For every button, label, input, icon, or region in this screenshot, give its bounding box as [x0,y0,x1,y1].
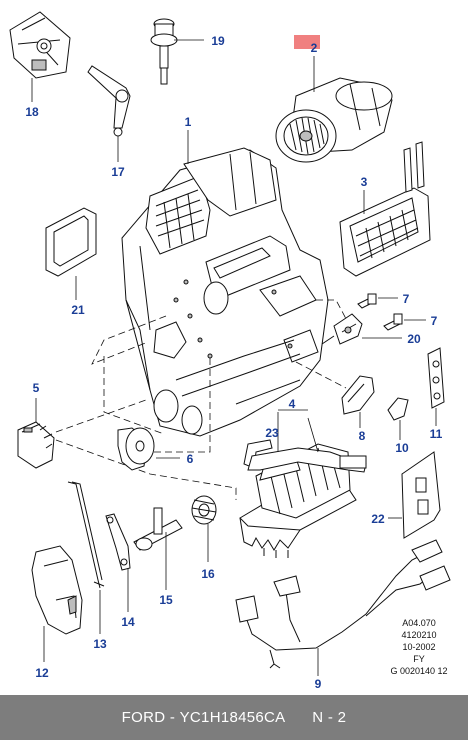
footer-brand: FORD [121,709,166,726]
footer-separator: - [165,709,180,726]
part-19-vacuum-actuator[interactable] [150,18,178,85]
part-14-lever[interactable] [105,513,131,571]
part-5-resistor[interactable] [17,421,55,469]
callout-17: 17 [111,165,125,179]
callout-16: 16 [201,567,215,581]
footer-page: N - 2 [312,709,347,726]
part-12-duct-cover[interactable] [31,545,83,635]
part-6-damper-knob[interactable] [117,427,155,471]
callout-15: 15 [159,593,173,607]
part-8-clip[interactable] [341,375,375,415]
part-2-blower-motor[interactable] [275,77,393,163]
callout-1: 1 [185,115,192,129]
part-9-wiring-harness[interactable] [235,539,451,669]
part-7-screw-upper[interactable] [357,293,377,309]
callout-3: 3 [361,175,368,189]
callout-8: 8 [359,429,366,443]
callout-12: 12 [35,666,49,680]
callout-20: 20 [407,332,421,346]
part-7-screw-lower[interactable] [383,313,403,331]
callout-11: 11 [430,427,443,441]
ref-line-5: G 0020140 12 [390,666,448,676]
callout-5: 5 [33,381,40,395]
callout-6: 6 [187,452,194,466]
ref-line-3: 10-2002 [402,642,436,652]
part-2-highlight-marker [294,35,320,49]
callout-23: 23 [265,426,279,440]
part-23-pipes[interactable] [243,439,367,473]
callout-2: 2 [311,41,318,55]
footer-part-number: YC1H18456CA [179,709,286,726]
callout-7b: 7 [431,314,438,328]
callout-14: 14 [121,615,135,629]
exploded-parts-diagram: 18 19 2 17 1 3 21 7 7 20 5 4 23 8 10 11 … [9,11,451,691]
part-10-clip[interactable] [387,397,409,421]
part-11-bracket[interactable] [427,347,445,409]
callout-4: 4 [289,397,296,411]
callout-9: 9 [315,677,322,691]
assembly-lines [55,299,353,500]
part-17-lever[interactable] [87,65,131,137]
callout-19: 19 [211,34,225,48]
part-18-actuator[interactable] [9,11,71,79]
ref-line-1: A04.070 [402,618,436,628]
callout-22: 22 [371,512,385,526]
footer-gap [285,709,312,726]
part-13-rod[interactable] [67,481,105,589]
reference-codes: A04.070 4120210 10-2002 FY G 0020140 12 [376,617,462,677]
callout-18: 18 [25,105,39,119]
ref-line-2: 4120210 [401,630,437,640]
part-21-gasket[interactable] [45,207,97,277]
callout-21: 21 [71,303,85,317]
callout-13: 13 [93,637,107,651]
ref-line-4: FY [413,654,425,664]
part-20-sensor[interactable] [321,313,363,345]
callout-10: 10 [395,441,409,455]
footer-bar: FORD - YC1H18456CA N - 2 [0,695,468,740]
callout-7a: 7 [403,292,410,306]
part-22-panel[interactable] [401,451,441,539]
part-15-shaft[interactable] [133,507,183,551]
part-3-pollen-filter[interactable] [339,141,431,277]
callout-labels: 18 19 2 17 1 3 21 7 7 20 5 4 23 8 10 11 … [25,34,442,691]
part-1-heater-housing[interactable] [121,147,329,437]
part-16-spring[interactable] [191,495,217,525]
